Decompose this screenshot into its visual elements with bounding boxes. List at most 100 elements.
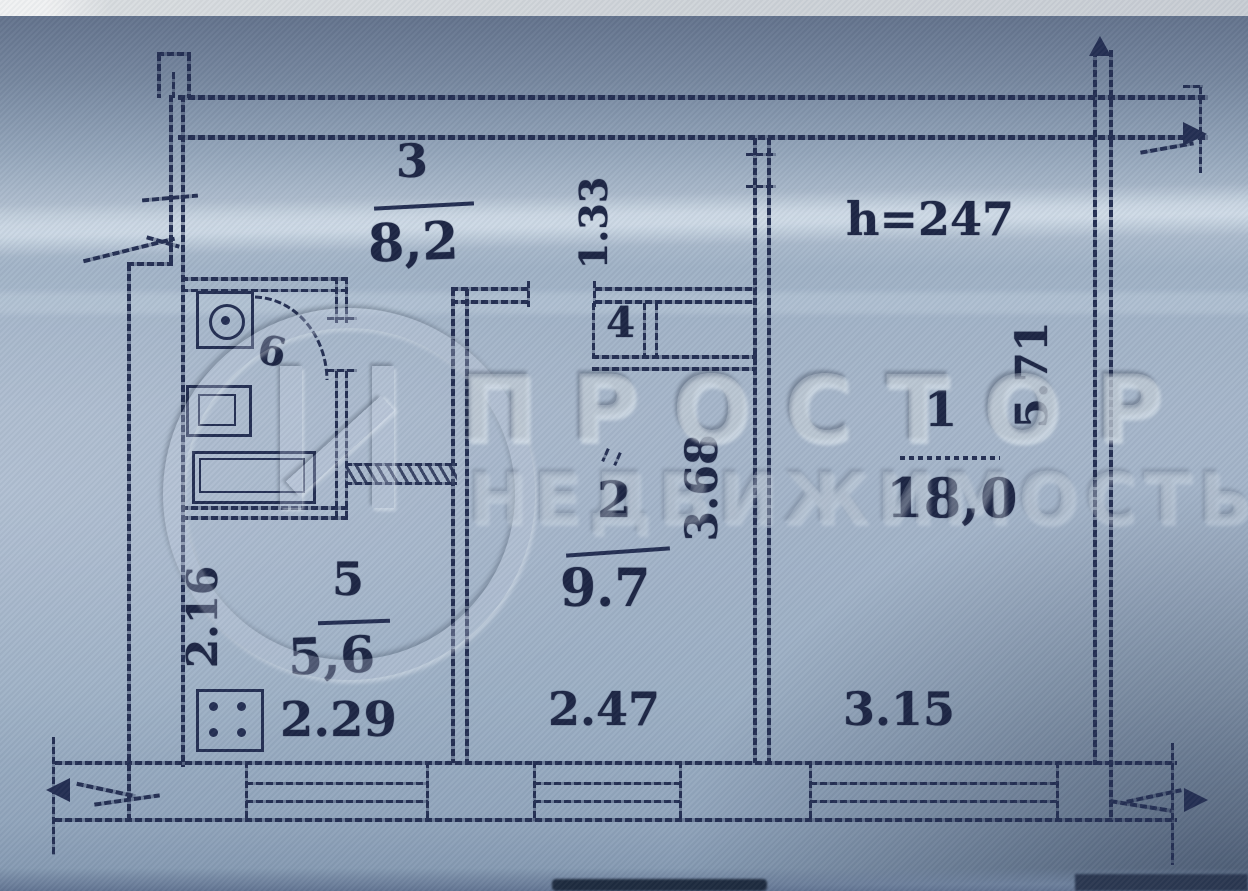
bath-bottom-wall-1 — [181, 506, 348, 510]
wall-bottom-inner — [55, 761, 1177, 765]
pilaster-right — [187, 54, 191, 98]
room3-number: 3 — [396, 134, 429, 188]
wall-top-outer — [178, 95, 1208, 100]
wall-continuation-arrow-left-icon — [46, 778, 70, 802]
bath-right-wall-1a — [335, 277, 338, 323]
stove-icon — [196, 689, 264, 752]
bath-right-wall-2b — [345, 371, 348, 517]
wall-end-tick — [1199, 87, 1202, 173]
stove-burner-4 — [237, 728, 246, 737]
bath-top-wall-outer — [181, 277, 348, 281]
wall-room2-left-line1 — [451, 289, 455, 763]
room5-side-dimension: 2.16 — [177, 565, 227, 669]
room2-area: 9.7 — [560, 558, 651, 619]
pilaster-inner — [172, 72, 175, 98]
wall-top-inner — [178, 135, 1208, 140]
wall-arrow-tail — [1140, 141, 1194, 155]
wall-right-line1 — [1093, 50, 1097, 765]
stove-burner-3 — [209, 728, 218, 737]
wall-continuation-arrow-up-icon — [1089, 36, 1111, 56]
room1-width-dimension: 3.15 — [843, 682, 956, 736]
bath-bottom-wall-2 — [181, 516, 348, 520]
corridor-kitchen-wall-top — [345, 463, 457, 466]
pilaster-left — [157, 54, 161, 98]
room2-door-jamb2 — [593, 281, 596, 307]
bath-right-wall-1b — [335, 371, 338, 517]
room1-window-jamb2 — [1056, 761, 1059, 821]
bathtub-inner-icon — [199, 458, 305, 493]
bathroom-door-swing-arc — [254, 295, 329, 381]
wall-left-step — [127, 262, 173, 266]
sink-icon — [196, 291, 254, 349]
closet-bottom-line2 — [592, 367, 757, 371]
agency-logo-bar2-icon — [372, 366, 394, 508]
closet-divider-1 — [643, 303, 646, 359]
right-arrow-tail2 — [1110, 799, 1172, 813]
wall-room1-tick2 — [746, 185, 776, 188]
scanner-top-strip — [0, 0, 1248, 16]
wall-room2-left-line2 — [465, 289, 469, 763]
wall-room1-left-line1 — [753, 138, 757, 763]
bath-top-wall-inner — [181, 289, 348, 292]
wall-bottom-outer — [55, 818, 1177, 822]
kitchen-window-line1 — [246, 782, 428, 785]
room1-depth-dimension: 5.71 — [1006, 321, 1058, 429]
room4-number: 4 — [606, 298, 636, 347]
wall-continuation-arrow-right2-icon — [1184, 788, 1208, 812]
room5-width-dimension: 2.29 — [280, 692, 397, 748]
wall-left-outer-upper — [169, 95, 173, 263]
room2-depth-dimension: 3.68 — [676, 434, 728, 542]
room1-window-line1 — [810, 782, 1057, 785]
watermark-title: ПРОСТОР — [460, 356, 1197, 463]
room5-area: 5,6 — [286, 624, 377, 687]
bathtub-icon — [192, 451, 316, 504]
room2-top-wall-inner-a — [451, 300, 529, 304]
room2-window-line2 — [534, 800, 680, 803]
corridor-kitchen-wall-bottom — [345, 482, 457, 485]
room2-door-jamb1 — [527, 281, 530, 307]
wall-left-outer-lower — [127, 264, 131, 822]
sink-drain-icon — [221, 316, 230, 325]
room2-width-dimension: 2.47 — [548, 682, 661, 736]
wall-bottom-right-tick — [1171, 743, 1174, 865]
room3-area: 8,2 — [366, 210, 460, 275]
toilet-tank-icon — [198, 394, 236, 426]
room2-number: 2 — [597, 470, 632, 529]
hall-niche-dimension: 1.33 — [570, 176, 616, 270]
room2-fraction-line — [565, 546, 671, 558]
wall-end-hook — [1183, 85, 1203, 88]
wall-room1-left-line2 — [767, 138, 771, 763]
stove-burner-2 — [237, 702, 246, 711]
wall-left-inner — [181, 95, 185, 767]
bath-door-jamb-top — [327, 317, 357, 320]
room2-window-jamb1 — [533, 761, 536, 821]
stray-mark-1 — [601, 447, 610, 463]
room1-number: 1 — [924, 382, 958, 438]
bath-door-jamb-bottom — [327, 369, 357, 372]
bath-right-wall-2a — [345, 277, 348, 323]
wall-room1-tick1 — [746, 153, 776, 156]
corridor-kitchen-wall-fill — [345, 463, 457, 485]
room2-top-wall-inner-b — [595, 300, 757, 304]
room2-top-wall-outer-a — [451, 287, 529, 291]
room1-window-line2 — [810, 800, 1057, 803]
watermark-subtitle: НЕДВИЖИМОСТЬ — [468, 458, 1248, 540]
closet-divider-2 — [655, 303, 658, 359]
closet-bottom-line1 — [592, 355, 757, 359]
sink-bowl-icon — [209, 304, 245, 340]
kitchen-window-line2 — [246, 800, 428, 803]
room2-window-jamb2 — [679, 761, 682, 821]
bottom-shadow-blob — [552, 879, 767, 891]
room2-top-wall-outer-b — [595, 287, 757, 291]
closet-left-wall — [592, 303, 595, 359]
room1-fraction-line — [900, 456, 1000, 460]
room1-window-jamb1 — [809, 761, 812, 821]
room1-area: 18,0 — [886, 466, 1018, 530]
ceiling-height-label: h=247 — [846, 192, 1015, 246]
pilaster-top — [157, 52, 191, 56]
room2-window-line1 — [534, 782, 680, 785]
room5-number: 5 — [332, 552, 365, 606]
bottom-right-shadow — [1075, 874, 1248, 891]
wall-right-line2 — [1109, 50, 1113, 822]
